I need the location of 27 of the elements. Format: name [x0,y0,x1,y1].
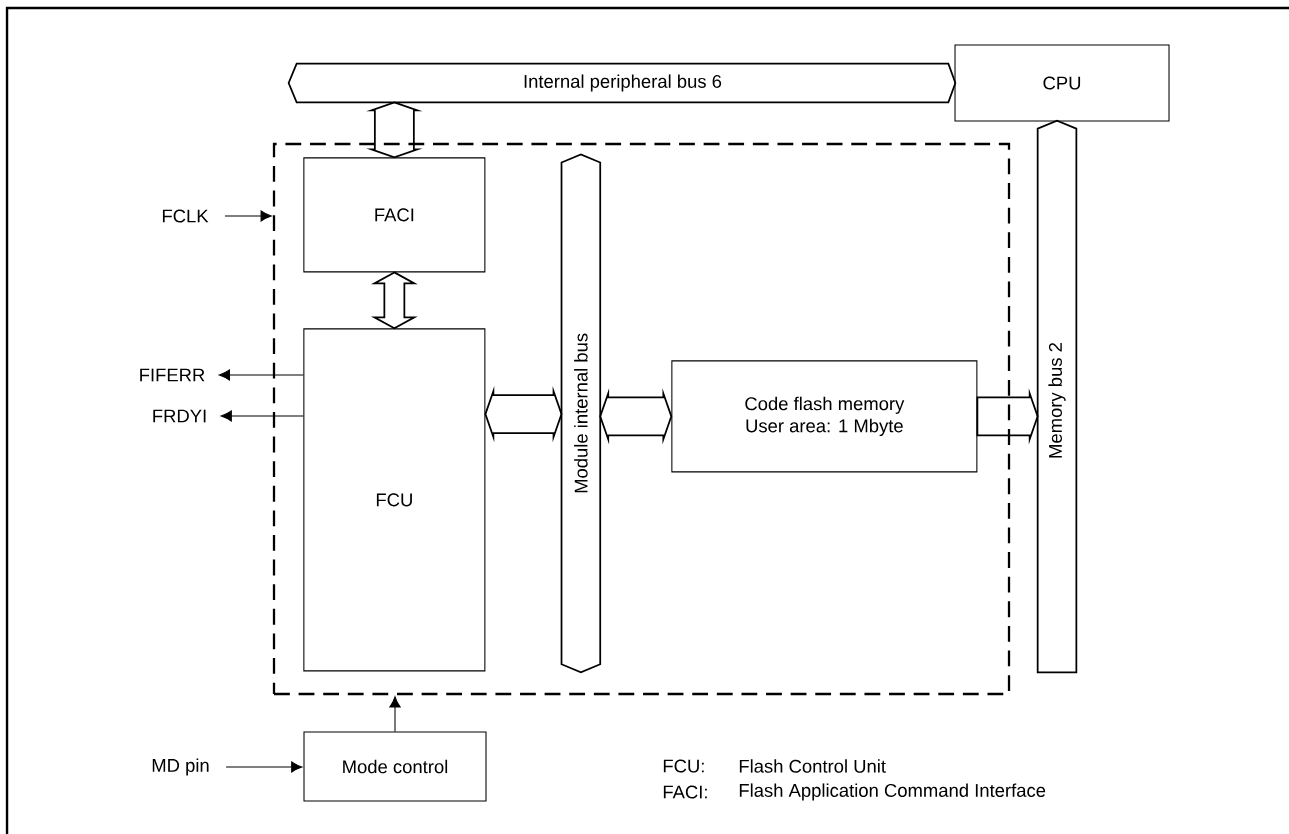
block-box: CPU [954,44,1170,122]
arrow [225,761,303,773]
block-box: Mode control [303,731,487,802]
block-box: Code flash memory User area: 1 Mbyte [671,360,978,473]
arrow [389,696,401,732]
dashed-region [272,142,1011,696]
arrow [224,210,272,222]
legend-text: FACI: [663,785,707,799]
bus-arrow [599,388,673,445]
signal-label: MD pin [152,758,209,776]
block-box: FACI [303,157,486,273]
arrow [220,410,304,422]
bus-band: Memory bus 2 [1036,119,1078,674]
bus-band: Internal peripheral bus 6 [287,62,957,104]
bus-arrow [366,101,423,159]
signal-label: FIFERR [140,368,205,382]
arrow [218,369,304,381]
block-box: FCU [303,328,486,672]
signal-label: FCLK [162,209,209,223]
legend-text: Flash Control Unit [739,759,886,773]
legend-text: FCU: [663,759,704,773]
bus-arrow [370,271,418,330]
signal-label: FRDYI [153,409,206,423]
bus-arrow [484,385,563,443]
bus-arrow [976,388,1039,445]
legend-text: Flash Application Command Interface [739,783,1046,801]
bus-band: Module internal bus [560,153,602,674]
